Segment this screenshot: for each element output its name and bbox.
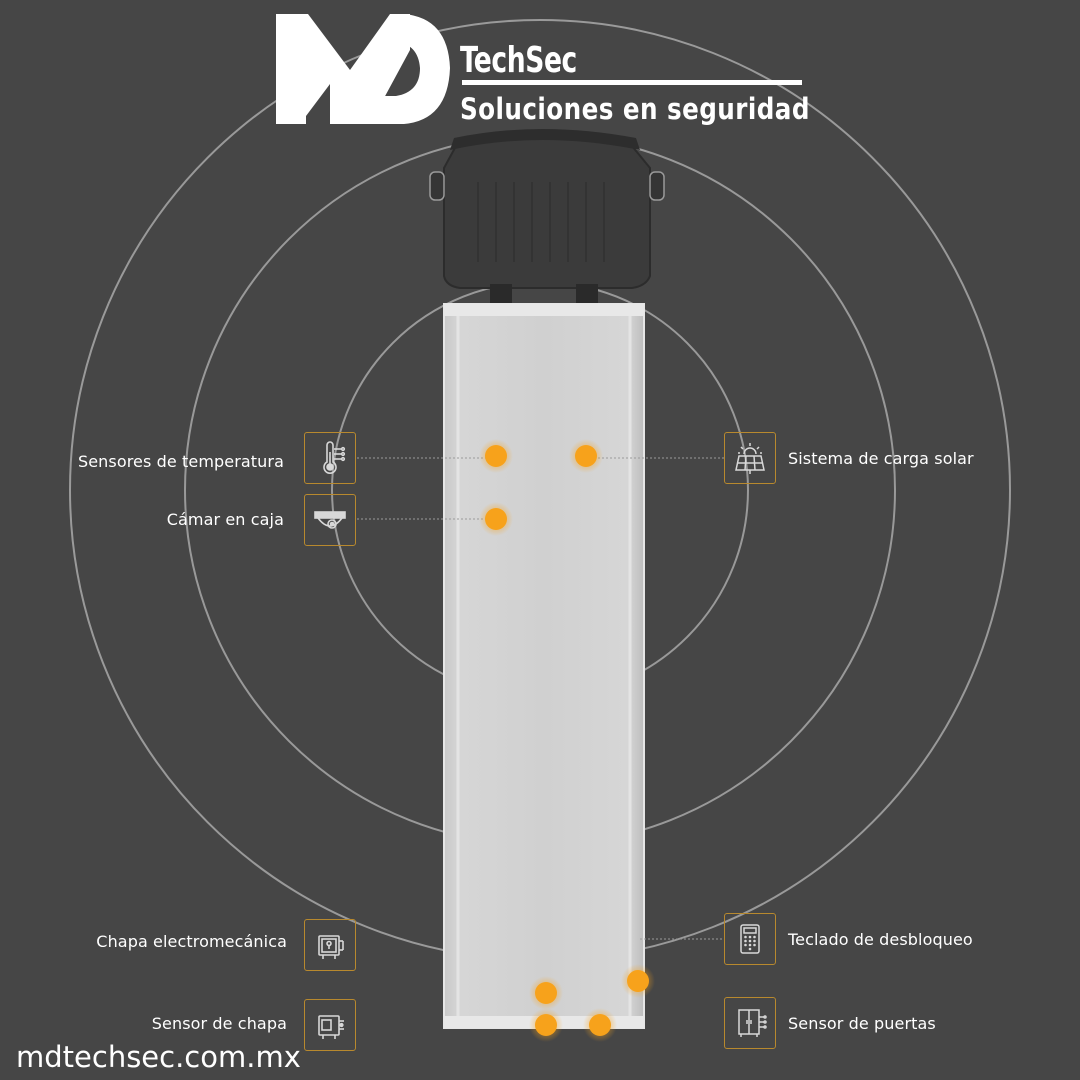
sensor-dot-lock [529, 976, 563, 1010]
sensor-dot-camera [479, 502, 513, 536]
electric-lock-box [304, 919, 356, 971]
sensor-dot-temperature [479, 439, 513, 473]
sensor-dot-solar [569, 439, 603, 473]
trailer-body [443, 303, 645, 1029]
keypad-box [724, 913, 776, 965]
electric-lock-icon [318, 935, 344, 959]
website-url: mdtechsec.com.mx [16, 1040, 301, 1074]
label-lock-sensor: Sensor de chapa [151, 1014, 287, 1033]
leader-lines [357, 457, 724, 940]
keypad-icon [740, 924, 760, 954]
label-box-camera: Cámar en caja [166, 510, 284, 529]
solar-box [724, 432, 776, 484]
temperature-box [304, 432, 356, 484]
sensor-dot-lock-sensor [529, 1008, 563, 1042]
sensor-dot-keypad [621, 964, 655, 998]
lock-sensor-icon [318, 1015, 344, 1039]
truck-cab [429, 129, 665, 304]
dome-camera-icon [314, 511, 346, 529]
sensor-dot-door-sensor [583, 1008, 617, 1042]
label-temperature-sensors: Sensores de temperatura [77, 452, 284, 471]
camera-box [304, 494, 356, 546]
solar-panel-icon [735, 443, 765, 474]
door-sensor-icon [738, 1009, 767, 1037]
brand-tagline: Soluciones en seguridad [460, 92, 810, 126]
lock-sensor-box [304, 999, 356, 1051]
sensor-dots [479, 439, 655, 1042]
door-sensor-box [724, 997, 776, 1049]
brand-logo-mark [276, 14, 802, 124]
label-door-sensor: Sensor de puertas [788, 1014, 936, 1033]
label-electromechanical-lock: Chapa electromecánica [96, 932, 287, 951]
label-unlock-keypad: Teclado de desbloqueo [788, 930, 973, 949]
label-solar-charging: Sistema de carga solar [788, 449, 974, 468]
brand-name: TechSec [460, 40, 577, 81]
thermometer-icon [323, 441, 346, 474]
